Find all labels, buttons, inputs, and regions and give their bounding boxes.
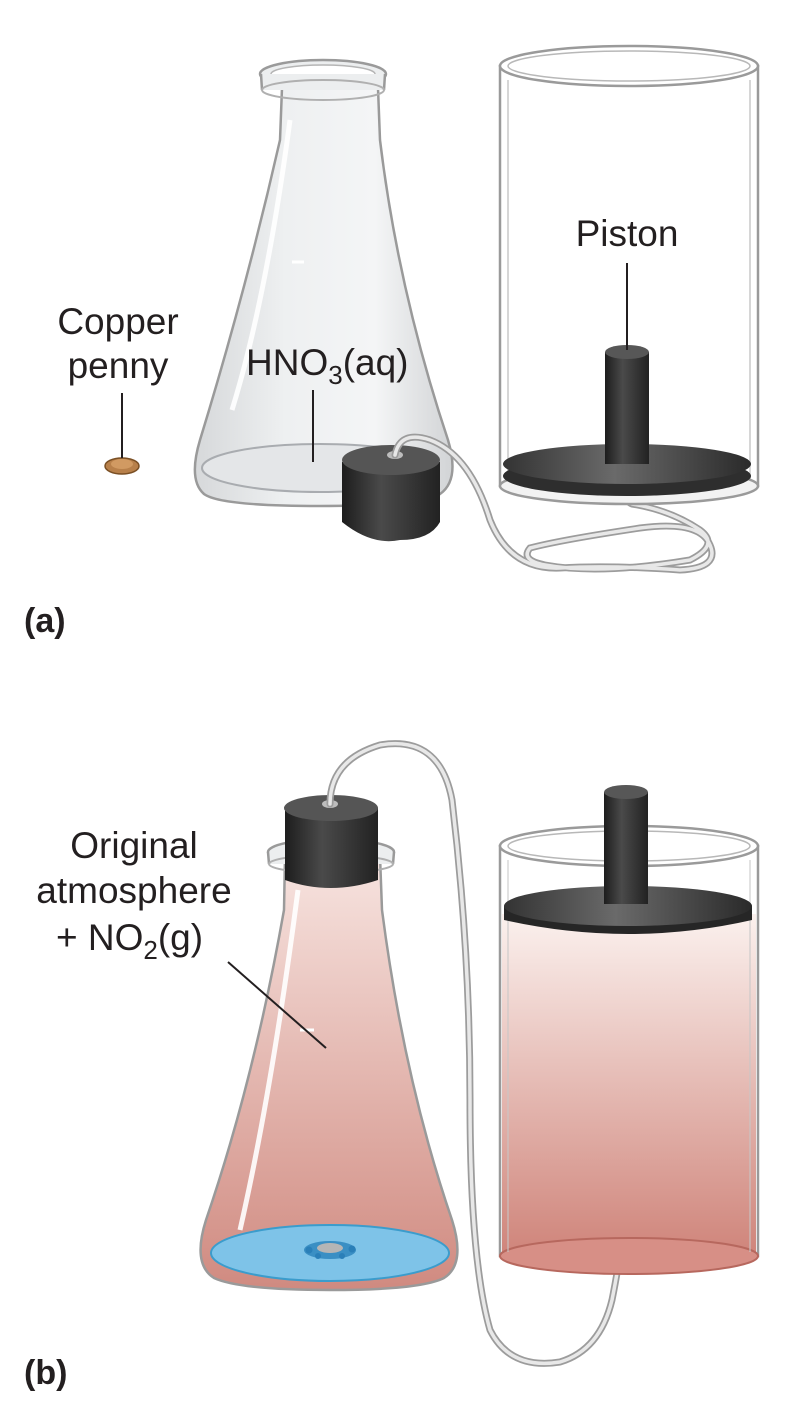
acid-label-end: (aq) [343, 342, 409, 383]
dissolving-penny [304, 1241, 356, 1259]
gas-label-line3-sub: 2 [143, 935, 157, 965]
panel-a: Copper penny HNO3(aq) Piston (a) [24, 44, 760, 640]
acid-label-sub: 3 [328, 360, 342, 390]
acid-label-main: HNO [246, 342, 328, 383]
piston-b [504, 785, 752, 934]
collected-gas [502, 914, 756, 1256]
copper-penny [104, 457, 140, 475]
panel-label-b: (b) [24, 1354, 67, 1392]
gas-label-line3-main: + NO [56, 917, 143, 958]
gas-label-line3: + NO2(g) [56, 917, 203, 965]
acid-label: HNO3(aq) [246, 342, 409, 390]
piston-a [503, 345, 751, 496]
gas-label-line3-end: (g) [158, 917, 203, 958]
gas-label-line1: Original [70, 825, 198, 866]
gas-cylinder-b [498, 785, 760, 1275]
penny-label-line2: penny [68, 345, 169, 386]
panel-label-a: (a) [24, 602, 66, 640]
gas-label-line2: atmosphere [36, 870, 231, 911]
gas-cylinder-a [498, 44, 760, 506]
piston-label: Piston [576, 213, 679, 254]
rubber-stopper-b [284, 795, 378, 888]
rubber-stopper-a [342, 445, 440, 542]
flask-b [199, 837, 459, 1292]
penny-label-line1: Copper [57, 301, 178, 342]
panel-b: Original atmosphere + NO2(g) (b) [24, 740, 760, 1392]
